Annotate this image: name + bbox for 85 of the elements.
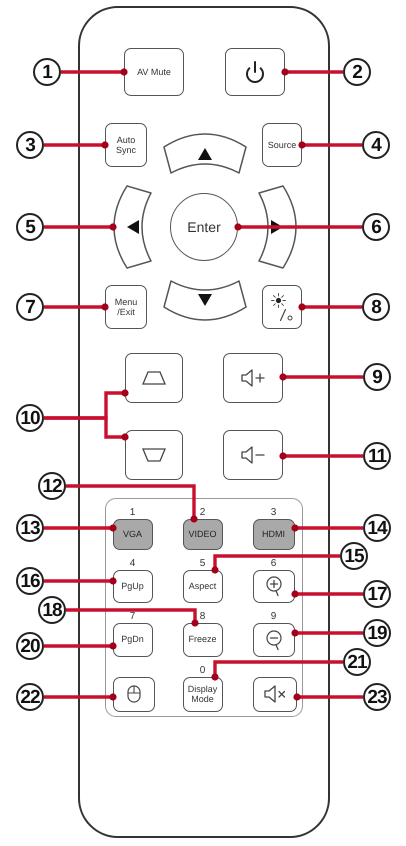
- callout-number: 11: [363, 442, 391, 470]
- leader-line: [44, 577, 117, 585]
- callout-number: 19: [363, 619, 391, 647]
- remote-button: Menu /Exit: [105, 285, 147, 329]
- callout-number: 6: [362, 213, 390, 241]
- remote-button: AV Mute: [124, 48, 184, 96]
- callout-number: 10: [16, 404, 44, 432]
- callout-number: 3: [16, 131, 44, 159]
- leader-line: [234, 223, 362, 231]
- remote-button: Freeze: [182, 622, 222, 656]
- remote-button: [262, 285, 302, 329]
- leader-line: [44, 693, 117, 701]
- remote-button: [252, 622, 294, 656]
- callout-number: 4: [362, 131, 390, 159]
- remote-button: [112, 676, 154, 712]
- key-number: 7: [130, 612, 136, 622]
- key-number: 8: [200, 612, 206, 622]
- leader-line: [44, 524, 117, 532]
- key-number: 6: [270, 558, 276, 568]
- keypad-panel: [105, 498, 303, 717]
- leader-line: [44, 416, 129, 441]
- remote-button: VIDEO: [182, 518, 222, 550]
- remote-button: Display Mode: [182, 676, 222, 712]
- arrow-key: [162, 279, 248, 321]
- leader-line: [279, 373, 363, 381]
- callout-number: 1: [33, 58, 61, 86]
- remote-button: [125, 353, 183, 403]
- key-number: 1: [130, 508, 136, 518]
- round-button: Enter: [170, 193, 238, 261]
- remote-button: [225, 48, 285, 96]
- leader-line: [211, 554, 340, 574]
- callout-number: 2: [343, 58, 371, 86]
- callout-number: 22: [16, 683, 44, 711]
- key-number: 2: [200, 508, 206, 518]
- arrow-key: [113, 184, 153, 270]
- leader-line: [298, 141, 362, 149]
- remote-button: PgDn: [112, 622, 152, 656]
- callout-number: 15: [340, 542, 368, 570]
- remote-button: HDMI: [252, 518, 294, 550]
- callout-number: 13: [16, 514, 44, 542]
- callout-number: 16: [16, 567, 44, 595]
- callout-number: 17: [363, 580, 391, 608]
- arrow-key: [257, 184, 297, 270]
- key-number: 5: [200, 558, 206, 568]
- remote-button: [252, 570, 294, 602]
- callout-number: 14: [363, 514, 391, 542]
- leader-line: [281, 68, 343, 76]
- callout-number: 8: [362, 293, 390, 321]
- leader-line: [291, 629, 363, 637]
- callout-number: 12: [38, 472, 66, 500]
- callout-number: 7: [16, 293, 44, 321]
- leader-line: [61, 68, 128, 76]
- key-number: 9: [270, 612, 276, 622]
- leader-line: [44, 223, 117, 231]
- key-number: 4: [130, 558, 136, 568]
- remote-body: [78, 6, 330, 838]
- callout-number: 18: [38, 596, 66, 624]
- arrow-key: [162, 133, 248, 175]
- callout-number: 23: [363, 683, 391, 711]
- remote-button: [252, 676, 296, 712]
- leader-line: [44, 642, 117, 650]
- remote-button: [223, 353, 283, 403]
- callout-number: 21: [343, 648, 371, 676]
- callout-number: 20: [16, 632, 44, 660]
- leader-line: [44, 141, 109, 149]
- remote-button: Source: [262, 123, 302, 167]
- leader-line: [291, 590, 363, 598]
- remote-button: Aspect: [182, 570, 222, 602]
- remote-button: [223, 430, 283, 480]
- leader-line: [44, 303, 109, 311]
- leader-line: [211, 660, 343, 681]
- leader-line: [298, 303, 362, 311]
- key-number: 3: [270, 508, 276, 518]
- leader-line: [279, 452, 363, 460]
- remote-button: Auto Sync: [105, 123, 147, 167]
- remote-button: [125, 430, 183, 480]
- leader-line: [66, 484, 198, 523]
- leader-line: [66, 608, 199, 627]
- key-number: 0: [200, 666, 206, 676]
- remote-button: VGA: [112, 518, 152, 550]
- remote-button: PgUp: [112, 570, 152, 602]
- callout-number: 9: [363, 363, 391, 391]
- leader-line: [291, 524, 363, 532]
- callout-number: 5: [16, 213, 44, 241]
- leader-line: [293, 693, 363, 701]
